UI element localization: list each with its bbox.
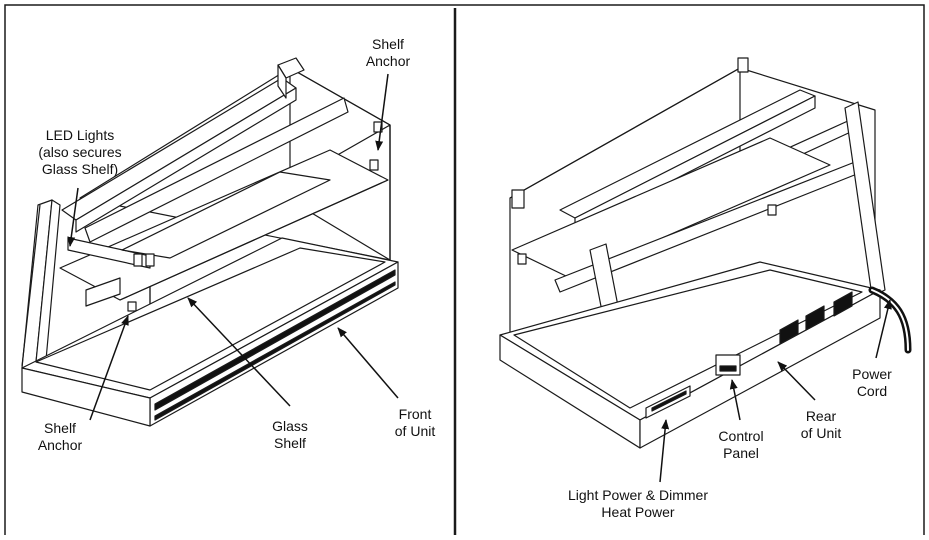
rear-glass-shelf xyxy=(512,138,830,278)
label-front-of-unit: Front of Unit xyxy=(394,406,436,439)
label-shelf-anchor-bottom: Shelf Anchor xyxy=(37,420,83,453)
arrow-rear-of-unit xyxy=(777,361,815,400)
left-unit-drawing xyxy=(22,58,398,426)
arrow-front-of-unit xyxy=(337,327,398,398)
label-rear-of-unit: Rear of Unit xyxy=(800,408,842,441)
label-glass-shelf: Glass Shelf xyxy=(272,418,308,451)
led-bar xyxy=(86,278,120,306)
label-led-lights: LED Lights (also secures Glass Shelf) xyxy=(38,127,122,177)
label-control-panel: Control Panel xyxy=(718,428,764,461)
arrow-light-power xyxy=(660,419,670,482)
right-end-frame xyxy=(845,102,885,296)
arrow-led-lights xyxy=(67,188,78,247)
label-power-cord: Power Cord xyxy=(852,366,892,399)
arrow-glass-shelf xyxy=(187,297,290,406)
vent-2 xyxy=(806,306,824,330)
outer-frame xyxy=(5,5,924,535)
arrow-shelf-anchor-bottom xyxy=(90,315,128,420)
vent-3 xyxy=(834,292,852,316)
label-shelf-anchor-top: Shelf Anchor xyxy=(365,36,411,69)
right-unit-drawing xyxy=(500,58,908,448)
arrow-power-cord xyxy=(876,299,892,358)
callout-arrows xyxy=(67,74,892,482)
arrow-control-panel xyxy=(729,379,740,420)
control-panel-box xyxy=(716,355,740,375)
vent-1 xyxy=(780,320,798,344)
arrow-shelf-anchor-top xyxy=(375,74,388,151)
label-light-power-dimmer: Light Power & Dimmer Heat Power xyxy=(567,487,709,520)
rear-panel xyxy=(640,290,880,448)
